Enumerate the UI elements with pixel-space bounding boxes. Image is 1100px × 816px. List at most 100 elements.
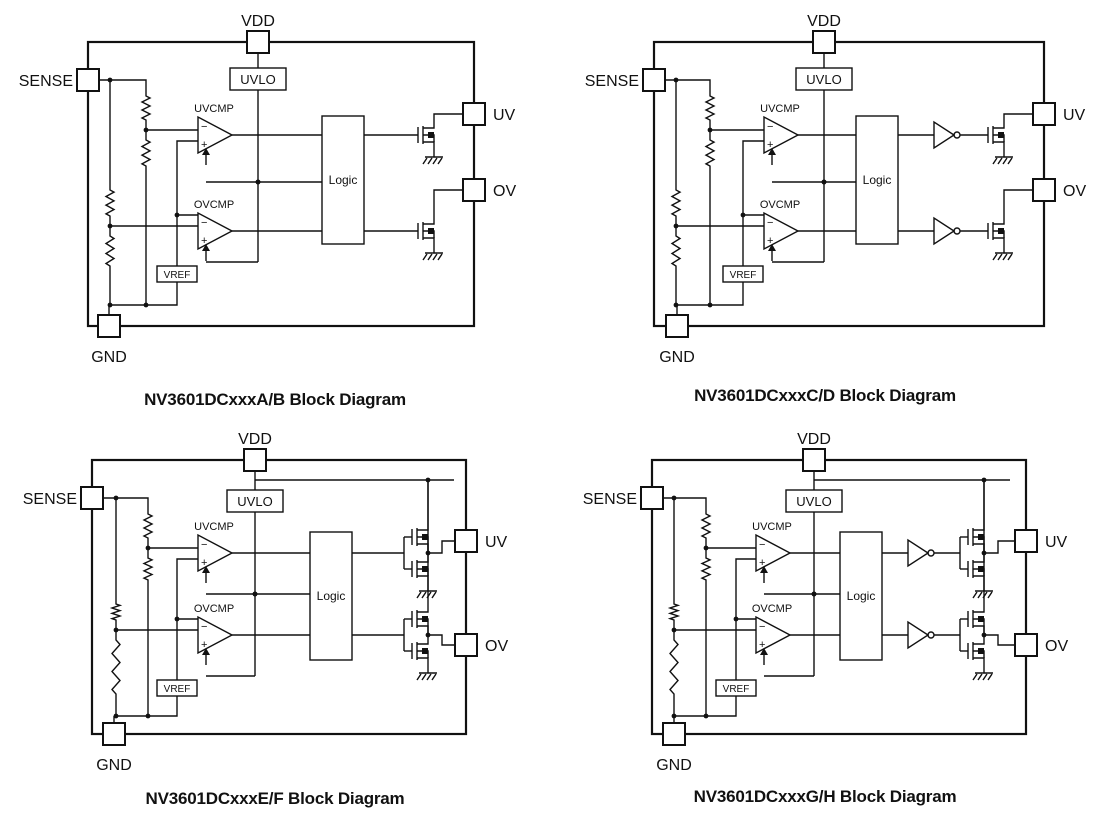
logic-label: Logic: [329, 173, 358, 187]
uvlo-label: UVLO: [237, 494, 272, 509]
diagram-caption-ef: NV3601DCxxxE/F Block Diagram: [145, 789, 405, 808]
ground-hatch: [972, 591, 978, 599]
chip-outline: [650, 458, 1028, 736]
gnd-label: GND: [96, 757, 132, 774]
resistor: [700, 510, 712, 542]
comparator-plus: +: [201, 235, 207, 247]
sense-bus: [663, 497, 707, 510]
uv-out-to-pin: [984, 540, 1015, 554]
nmos-drain: [417, 519, 429, 531]
ground-hatch: [426, 673, 432, 681]
junction-dot: [252, 591, 258, 597]
ground-hatch: [422, 253, 428, 261]
ovcmp-label: OVCMP: [760, 199, 800, 211]
comparator-triangle: [197, 211, 234, 251]
uv-pin: [454, 529, 478, 553]
sense-bus: [103, 497, 149, 510]
resistor: [140, 92, 152, 124]
vref-label: VREF: [164, 270, 191, 281]
vref-to-uvcmp: [742, 140, 764, 266]
gnd-pin: [665, 314, 689, 338]
uv-pin: [462, 102, 486, 126]
ground-hatch: [982, 673, 988, 681]
supply-arrow: [760, 648, 768, 655]
block-diagram-ef: VDDSENSEGNDUVOVUVLOVREF−+UVCMP−+OVCMPLog…: [23, 431, 509, 774]
ground-hatch: [992, 253, 998, 261]
ov-pin: [1014, 633, 1038, 657]
uv-label: UV: [1045, 534, 1068, 551]
junction-dot: [703, 713, 709, 719]
junction-dot: [425, 632, 431, 638]
ov-pin: [462, 178, 486, 202]
diagram-caption-cd: NV3601DCxxxC/D Block Diagram: [694, 386, 956, 405]
comparator-minus: −: [201, 217, 207, 229]
gnd-rail: [115, 696, 178, 717]
resistor: [670, 186, 682, 220]
ground-hatch: [1007, 253, 1013, 261]
sense-pin: [80, 486, 104, 510]
junction-dot: [707, 302, 713, 308]
logic-label: Logic: [847, 589, 876, 603]
inverter-triangle: [933, 120, 956, 150]
ovcmp-label: OVCMP: [194, 199, 234, 211]
ground-hatch: [416, 673, 422, 681]
ov-out-to-pin: [984, 634, 1015, 646]
supply-arrow: [768, 148, 776, 155]
comparator-plus: +: [767, 235, 773, 247]
supply-arrow: [202, 648, 210, 655]
comparator-minus: −: [201, 621, 207, 633]
ground-hatch: [431, 673, 437, 681]
diagram-caption-ab: NV3601DCxxxA/B Block Diagram: [144, 390, 406, 409]
comparator-minus: −: [767, 217, 773, 229]
junction-dot: [740, 212, 746, 218]
uv-pin: [1014, 529, 1038, 553]
comparator-plus: +: [201, 639, 207, 651]
nmos-body-mark: [422, 566, 428, 572]
ov-label: OV: [485, 638, 508, 655]
uv-label: UV: [485, 534, 508, 551]
ovcmp-label: OVCMP: [194, 603, 234, 615]
junction-dot: [821, 179, 827, 185]
junction-dot: [981, 477, 987, 483]
comparator-minus: −: [767, 121, 773, 133]
ground-hatch: [431, 591, 437, 599]
ground-hatch: [997, 157, 1003, 165]
comparator-triangle: [197, 615, 234, 655]
ov-drain-to-pin: [1003, 189, 1033, 213]
sense-pin: [76, 68, 100, 92]
comparator-plus: +: [759, 639, 765, 651]
comparator-minus: −: [759, 539, 765, 551]
junction-dot: [174, 212, 180, 218]
comparator-triangle: [755, 533, 792, 573]
junction-dot: [143, 302, 149, 308]
ground-hatch: [992, 157, 998, 165]
vref-to-uvcmp: [176, 140, 198, 266]
vdd-label: VDD: [807, 13, 841, 30]
ground-hatch: [432, 253, 438, 261]
sense-label: SENSE: [583, 491, 637, 508]
resistor: [142, 510, 154, 542]
comparator-triangle: [755, 615, 792, 655]
resistor: [109, 600, 123, 624]
sense-label: SENSE: [19, 73, 73, 90]
ground-hatch: [977, 673, 983, 681]
uvlo-label: UVLO: [796, 494, 831, 509]
nmos-source: [417, 575, 429, 585]
junction-dot: [255, 179, 261, 185]
nmos-source: [993, 141, 1005, 151]
resistor: [111, 636, 121, 698]
nmos-source: [423, 237, 435, 247]
vref-label: VREF: [730, 270, 757, 281]
ground-hatch: [427, 253, 433, 261]
gnd-pin: [97, 314, 121, 338]
vdd-label: VDD: [238, 431, 272, 448]
ground-hatch: [427, 157, 433, 165]
nmos-body-mark: [998, 132, 1004, 138]
supply-arrow: [760, 566, 768, 573]
logic-block: [309, 531, 353, 661]
gnd-rail: [109, 270, 178, 306]
sense-label: SENSE: [585, 73, 639, 90]
ground-hatch: [432, 157, 438, 165]
